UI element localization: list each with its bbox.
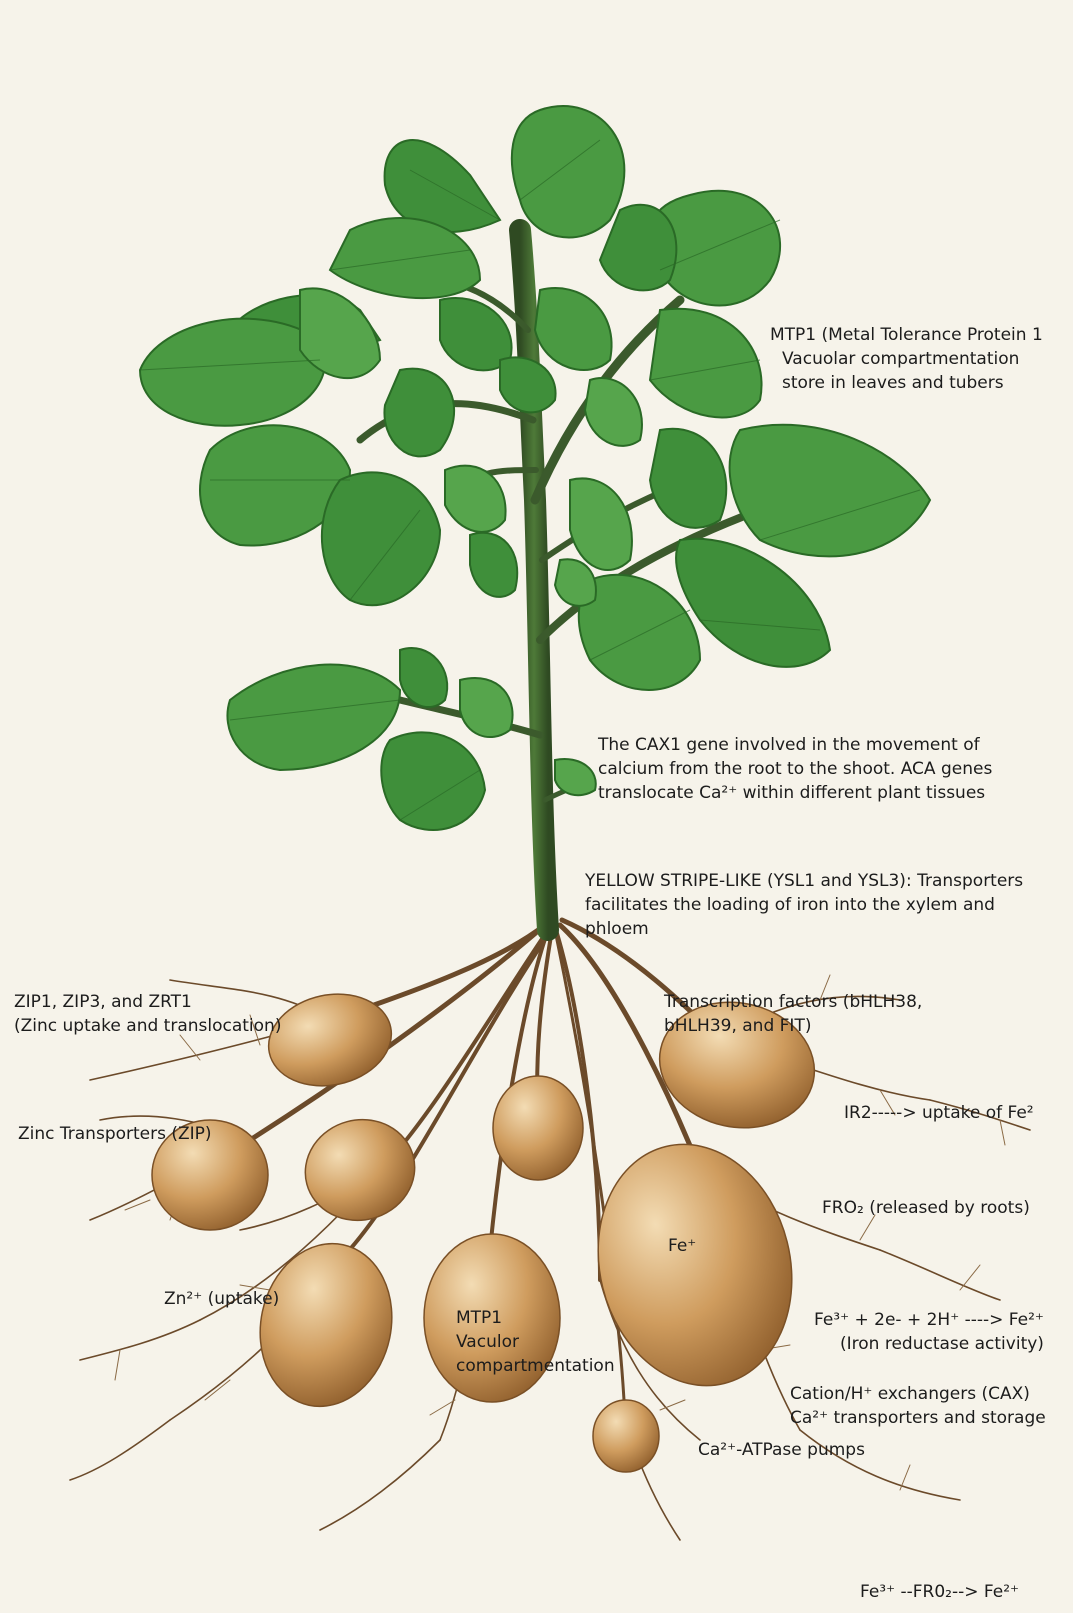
mtp1-tuber-line-1: MTP1	[456, 1306, 615, 1330]
mtp1-tuber-label: MTP1 Vaculor compartmentation	[456, 1306, 615, 1378]
zn-uptake-label: Zn²⁺ (uptake)	[164, 1287, 279, 1311]
transcription-line-2: bHLH39, and FIT)	[664, 1014, 922, 1038]
fe-reduction-label: Fe³⁺ + 2e- + 2H⁺ ----> Fe²⁺ (Iron reduct…	[814, 1308, 1044, 1356]
fe-fro-label: Fe³⁺ --FR0₂--> Fe²⁺	[860, 1580, 1019, 1604]
cax1-line-1: The CAX1 gene involved in the movement o…	[598, 733, 992, 757]
cax1-line-2: calcium from the root to the shoot. ACA …	[598, 757, 992, 781]
fe-plus-label: Fe⁺	[668, 1234, 696, 1258]
zinc-transporters-label: Zinc Transporters (ZIP)	[18, 1122, 212, 1146]
transcription-factors-label: Transcription factors (bHLH38, bHLH39, a…	[664, 990, 922, 1038]
cax-label: Cation/H⁺ exchangers (CAX) Ca²⁺ transpor…	[790, 1382, 1046, 1430]
fro2-label: FRO₂ (released by roots)	[822, 1196, 1030, 1220]
mtp1-tuber-line-2: Vaculor	[456, 1330, 615, 1354]
cax-line-2: Ca²⁺ transporters and storage	[790, 1406, 1046, 1430]
zip-label: ZIP1, ZIP3, and ZRT1 (Zinc uptake and tr…	[14, 990, 281, 1038]
cax-line-1: Cation/H⁺ exchangers (CAX)	[790, 1382, 1046, 1406]
transcription-line-1: Transcription factors (bHLH38,	[664, 990, 922, 1014]
mtp1-leaves-line-3: store in leaves and tubers	[770, 371, 1043, 395]
mtp1-tuber-line-3: compartmentation	[456, 1354, 615, 1378]
fe-reduction-line-2: (Iron reductase activity)	[814, 1332, 1044, 1356]
ysl-line-3: phloem	[585, 917, 1023, 941]
mtp1-leaves-line-1: MTP1 (Metal Tolerance Protein 1	[770, 323, 1043, 347]
zip-line-2: (Zinc uptake and translocation)	[14, 1014, 281, 1038]
cax1-line-3: translocate Ca²⁺ within different plant …	[598, 781, 992, 805]
atpase-label: Ca²⁺-ATPase pumps	[698, 1438, 865, 1462]
zip-line-1: ZIP1, ZIP3, and ZRT1	[14, 990, 281, 1014]
mtp1-leaves-label: MTP1 (Metal Tolerance Protein 1 Vacuolar…	[770, 323, 1043, 395]
cax1-label: The CAX1 gene involved in the movement o…	[598, 733, 992, 805]
mtp1-leaves-line-2: Vacuolar compartmentation	[770, 347, 1043, 371]
ysl-line-2: facilitates the loading of iron into the…	[585, 893, 1023, 917]
ysl-line-1: YELLOW STRIPE-LIKE (YSL1 and YSL3): Tran…	[585, 869, 1023, 893]
fe-reduction-line-1: Fe³⁺ + 2e- + 2H⁺ ----> Fe²⁺	[814, 1308, 1044, 1332]
ysl-label: YELLOW STRIPE-LIKE (YSL1 and YSL3): Tran…	[585, 869, 1023, 941]
irt-label: IR2-----> uptake of Fe²	[844, 1101, 1034, 1125]
